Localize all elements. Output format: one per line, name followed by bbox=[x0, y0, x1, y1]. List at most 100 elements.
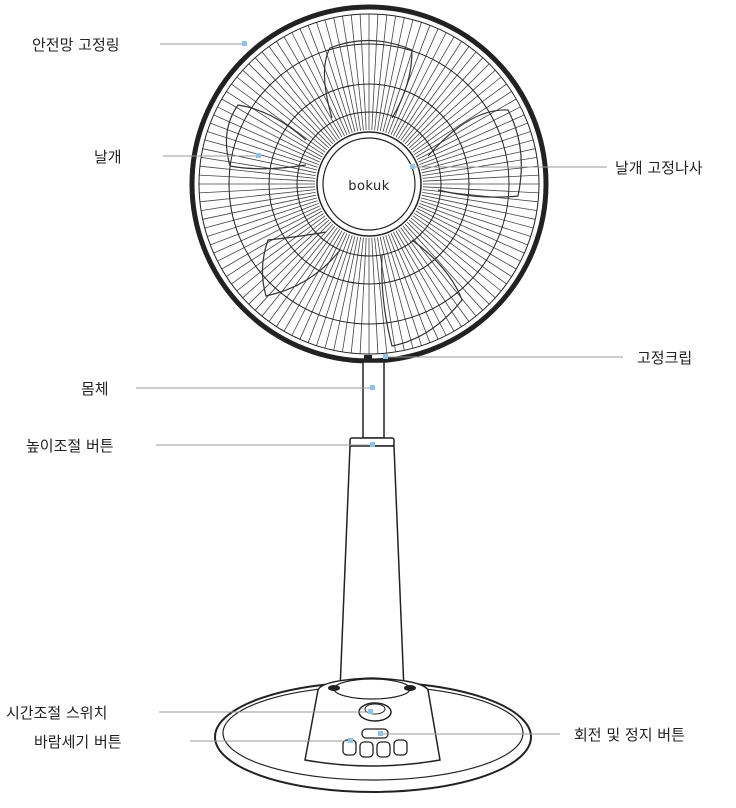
guard-spoke bbox=[291, 231, 345, 336]
fan-body bbox=[339, 355, 405, 691]
guard-spoke bbox=[416, 106, 521, 160]
guard-spoke bbox=[419, 122, 528, 165]
guard-spoke bbox=[201, 192, 316, 211]
label-clip: 고정크립 bbox=[637, 349, 692, 367]
marker-blade-screw bbox=[410, 164, 415, 169]
marker-guard-ring bbox=[242, 41, 247, 46]
guard-spoke bbox=[261, 225, 336, 317]
guard-spoke bbox=[422, 165, 539, 179]
guard-spoke bbox=[231, 215, 326, 285]
guard-spoke bbox=[421, 148, 536, 174]
hub-inner bbox=[322, 137, 416, 231]
guard-spoke bbox=[406, 221, 490, 305]
guard-spoke bbox=[398, 41, 462, 139]
guard-spoke bbox=[276, 41, 340, 139]
guard-spoke bbox=[421, 197, 534, 229]
guard-spoke bbox=[388, 25, 431, 134]
guard-spoke bbox=[390, 233, 439, 340]
blade-right bbox=[427, 109, 522, 198]
guard-spoke bbox=[268, 46, 338, 141]
blade-bottom-right bbox=[381, 239, 463, 347]
guard-spoke bbox=[299, 28, 348, 135]
wind-button-3 bbox=[376, 741, 391, 758]
guard-spoke bbox=[371, 237, 379, 354]
guard-spoke bbox=[202, 194, 317, 220]
guard-spoke bbox=[283, 230, 343, 332]
guard-spoke bbox=[422, 174, 539, 182]
guard-spoke bbox=[210, 122, 319, 165]
guard-spoke bbox=[414, 91, 512, 155]
guard-spoke bbox=[283, 36, 343, 138]
guard-band-1 bbox=[228, 43, 510, 325]
guard-spoke bbox=[201, 157, 316, 176]
guard-spoke bbox=[202, 148, 317, 174]
fan-base bbox=[214, 677, 532, 793]
guard-spoke bbox=[350, 237, 364, 354]
guard-spoke bbox=[393, 231, 447, 336]
guard-spoke bbox=[420, 131, 531, 168]
guard-spoke bbox=[390, 28, 439, 135]
guard-spoke bbox=[377, 237, 396, 352]
guard-spoke bbox=[377, 16, 396, 131]
marker-wind-buttons bbox=[348, 738, 353, 743]
guard-spoke bbox=[316, 22, 353, 133]
guard-spoke bbox=[217, 106, 322, 160]
guard-spoke bbox=[199, 174, 316, 182]
guard-spoke bbox=[236, 76, 328, 151]
guard-spoke bbox=[416, 208, 521, 262]
guard-spoke bbox=[307, 234, 350, 343]
guard-spoke bbox=[414, 213, 512, 277]
guard-spoke bbox=[379, 236, 405, 351]
wind-button-4 bbox=[393, 739, 408, 756]
upper-pole bbox=[362, 361, 385, 439]
marker-clip bbox=[383, 354, 388, 359]
guard-spoke bbox=[382, 19, 414, 132]
guard-spoke bbox=[236, 217, 328, 292]
guard-spoke bbox=[207, 131, 318, 168]
guard-spoke bbox=[412, 83, 507, 153]
guard-spoke bbox=[408, 219, 496, 299]
guard-spoke bbox=[371, 14, 379, 131]
guard-spoke bbox=[254, 57, 334, 145]
guard-spoke bbox=[316, 235, 353, 346]
guard-spoke bbox=[402, 225, 477, 317]
guard-spoke bbox=[324, 236, 356, 349]
guard-ring-inner bbox=[198, 13, 540, 355]
marker-body bbox=[370, 385, 375, 390]
guard-spoke bbox=[395, 36, 455, 138]
guard-spoke bbox=[199, 189, 316, 203]
blade-left bbox=[225, 104, 307, 170]
guard-spoke bbox=[406, 63, 490, 147]
guard-spoke bbox=[350, 14, 364, 131]
guard-spoke bbox=[393, 32, 447, 137]
guard-spoke bbox=[398, 229, 462, 327]
guard-spoke bbox=[404, 223, 484, 311]
guard-spoke bbox=[226, 213, 324, 277]
base-left-hole bbox=[328, 685, 340, 691]
guard-spoke bbox=[415, 210, 517, 270]
label-guard-ring: 안전망 고정링 bbox=[32, 36, 120, 54]
guard-spoke bbox=[421, 139, 534, 171]
guard-spoke bbox=[410, 76, 502, 151]
callouts: 안전망 고정링 날개 날개 고정나사 고정크립 몸체 높이조절 버튼 시간조절 … bbox=[6, 36, 703, 751]
guard-spoke bbox=[422, 186, 539, 194]
guard-spoke bbox=[261, 51, 336, 143]
guard-spoke bbox=[408, 69, 496, 149]
label-wind-buttons: 바람세기 버튼 bbox=[34, 733, 122, 751]
guard-spoke bbox=[342, 237, 361, 352]
guard-spoke bbox=[400, 46, 470, 141]
guard-spoke bbox=[248, 63, 332, 147]
fan-blades bbox=[225, 39, 522, 347]
guard-spoke bbox=[307, 25, 350, 134]
label-timer-switch: 시간조절 스위치 bbox=[6, 704, 107, 722]
guard-spoke bbox=[199, 186, 316, 194]
guard-spoke bbox=[291, 32, 345, 137]
column-socket bbox=[333, 678, 411, 700]
guard-spoke bbox=[359, 14, 367, 131]
guard-spoke bbox=[204, 197, 317, 229]
guard-spoke bbox=[213, 114, 320, 163]
blade-top bbox=[323, 39, 413, 119]
marker-blade bbox=[256, 153, 261, 158]
label-height-button: 높이조절 버튼 bbox=[26, 437, 114, 455]
